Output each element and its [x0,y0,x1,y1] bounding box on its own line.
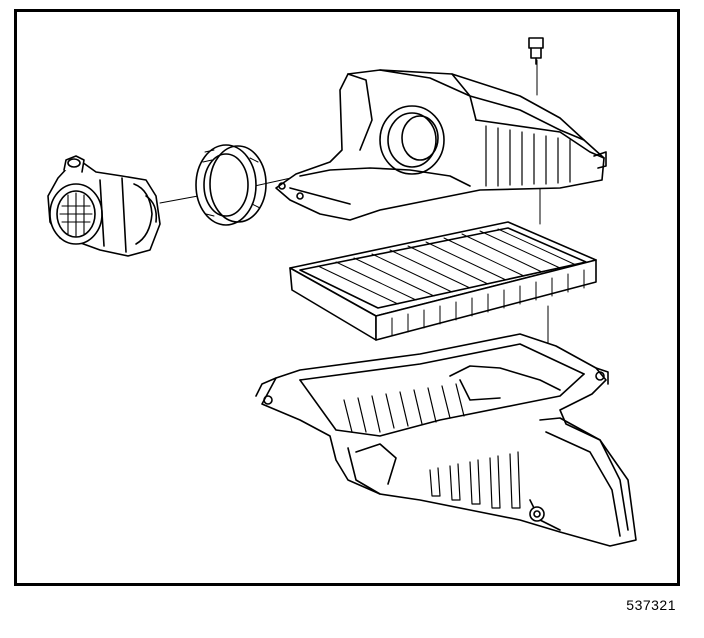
mass-airflow-sensor [47,155,161,257]
figure-number: 537321 [626,597,676,613]
air-cleaner-lower-housing [255,333,637,547]
air-filter-element [289,221,597,341]
air-cleaner-upper-cover [275,69,607,221]
outlet-clamp-ring [195,144,267,226]
cover-bolt [528,37,544,65]
